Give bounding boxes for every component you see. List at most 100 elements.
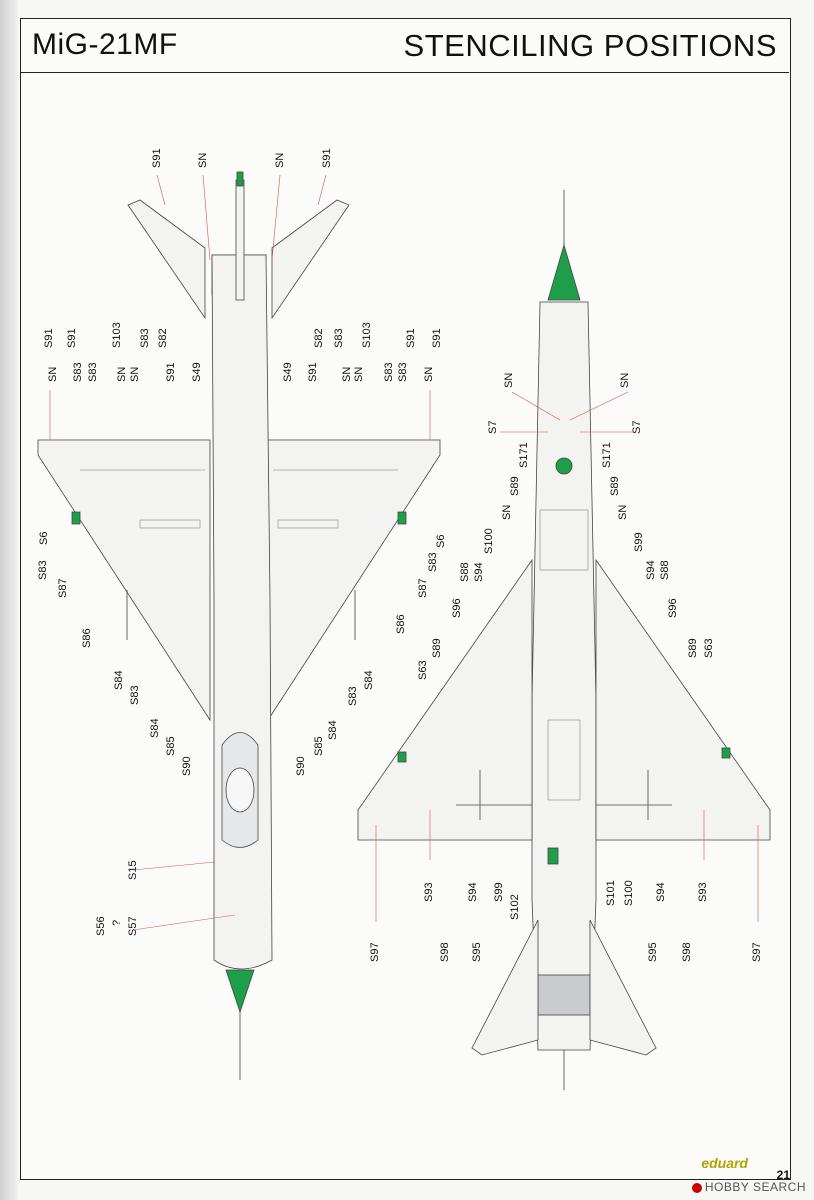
- left-tailplane: [127, 199, 206, 320]
- stencil-label: S83: [129, 685, 141, 705]
- stencil-label: S7: [631, 421, 643, 434]
- stencil-label: S97: [369, 942, 381, 962]
- stencil-label: S87: [57, 578, 69, 598]
- stencil-label: S88: [659, 560, 671, 580]
- stencil-label: SN: [341, 367, 353, 382]
- bottom-view-bottom-left-labels: S93 S94 S99 S102 S97 S98 S95: [369, 882, 521, 962]
- stencil-label: ?: [111, 920, 123, 926]
- belly-green-marker: [547, 847, 559, 865]
- right-tailplane: [589, 919, 657, 1056]
- aircraft-model-title: MiG-21MF: [32, 28, 178, 61]
- stencil-label: S91: [431, 328, 443, 348]
- fuselage: [211, 254, 273, 970]
- stencil-label: SN: [619, 373, 631, 388]
- bottom-view-center-right-labels: S89 SN S99 S94 S88 S96 S89 S63: [609, 476, 715, 658]
- stencil-label: S171: [518, 442, 530, 468]
- nose-cone: [547, 243, 581, 301]
- stencil-label: SN: [501, 505, 513, 520]
- gear-bay: [539, 509, 589, 571]
- top-view-top-labels: S91 SN SN S91: [151, 148, 333, 168]
- stencil-label: S93: [423, 882, 435, 902]
- bottom-view-aircraft: [357, 190, 771, 1090]
- top-view-nose-labels: S15 S56 ? S57: [95, 860, 139, 936]
- stencil-label: S84: [363, 670, 375, 690]
- stencil-label: S57: [127, 916, 139, 936]
- stencil-label: SN: [617, 505, 629, 520]
- stencil-label: S95: [647, 942, 659, 962]
- stencil-label: S94: [645, 560, 657, 580]
- stencil-label: S89: [431, 638, 443, 658]
- stencil-label: S83: [347, 686, 359, 706]
- stencil-label: S15: [127, 860, 139, 880]
- flap-panel: [277, 519, 339, 529]
- stencil-label: S102: [509, 894, 521, 920]
- stencil-label: S89: [609, 476, 621, 496]
- stencil-label: S83: [87, 362, 99, 382]
- stencil-label: S89: [687, 638, 699, 658]
- stencil-label: S101: [605, 880, 617, 906]
- top-view-side-right-labels: S6 S83 S87 S86 S84 S83 S84 S85 S90: [295, 535, 447, 776]
- hobbysearch-logo-icon: [691, 1182, 702, 1193]
- stencil-label: S83: [72, 362, 84, 382]
- bottom-view-bottom-right-labels: S101 S100 S94 S93 S95 S98 S97: [605, 880, 763, 962]
- stencil-label: SN: [129, 367, 141, 382]
- stencil-label: S86: [81, 628, 93, 648]
- stencil-label: S93: [697, 882, 709, 902]
- eduard-logo: eduard: [701, 1155, 748, 1171]
- top-view-side-left-labels: S6 S83 S87 S86 S84 S83 S84 S85 S90: [37, 532, 193, 776]
- right-wing: [267, 439, 441, 722]
- right-tailplane: [271, 199, 350, 320]
- stencil-label: S56: [95, 916, 107, 936]
- stencil-label: S6: [435, 535, 447, 548]
- watermark-text: HOBBY SEARCH: [704, 1180, 806, 1194]
- leader-lines: [49, 174, 759, 931]
- stencil-label: SN: [503, 373, 515, 388]
- flap-panel: [139, 519, 201, 529]
- stencil-label: S100: [483, 528, 495, 554]
- stencil-label: S89: [509, 476, 521, 496]
- left-tailplane: [471, 919, 539, 1056]
- stencil-label: S91: [151, 148, 163, 168]
- stencil-label: S82: [157, 328, 169, 348]
- stencil-label: S86: [395, 614, 407, 634]
- section-title: STENCILING POSITIONS: [403, 28, 777, 63]
- stencil-label: S63: [703, 638, 715, 658]
- right-wing: [595, 558, 771, 841]
- stencil-label: S98: [439, 942, 451, 962]
- stencil-label: S91: [165, 362, 177, 382]
- stencil-label: S84: [149, 718, 161, 738]
- vertical-fin: [235, 179, 245, 301]
- stencil-label: S85: [165, 736, 177, 756]
- stencil-label: S96: [451, 598, 463, 618]
- stencil-label: S49: [282, 362, 294, 382]
- stencil-label: S95: [471, 942, 483, 962]
- stencil-label: S94: [467, 882, 479, 902]
- stencil-label: S83: [397, 362, 409, 382]
- stencil-label: S97: [751, 942, 763, 962]
- stencil-label: S88: [459, 562, 471, 582]
- stencil-label: S103: [361, 322, 373, 348]
- stencil-label: S91: [66, 328, 78, 348]
- left-wing: [37, 439, 211, 722]
- top-view-wing-left-labels: S91 S91 S103 S83 S82 SN S83 S83 SN SN S9…: [43, 322, 203, 382]
- stencil-label: S84: [327, 720, 339, 740]
- stencil-label: S91: [43, 328, 55, 348]
- nose-cone: [225, 969, 255, 1014]
- stencil-label: S94: [655, 882, 667, 902]
- stencil-label: S94: [473, 562, 485, 582]
- stencil-label: S7: [487, 421, 499, 434]
- stencil-label: S103: [111, 322, 123, 348]
- fin-tip-green: [236, 171, 244, 187]
- page-number: 21: [776, 1168, 790, 1182]
- stencil-label: SN: [423, 367, 435, 382]
- stencil-label: S83: [427, 552, 439, 572]
- stencil-label: S83: [383, 362, 395, 382]
- bottom-view-center-left-labels: S89 SN S100 S88 S94 S96 S89 S63: [417, 476, 521, 680]
- centerline-tank: [547, 719, 581, 801]
- stencil-label: S85: [313, 736, 325, 756]
- stencil-label: S49: [191, 362, 203, 382]
- stencil-label: SN: [116, 367, 128, 382]
- stencil-label: SN: [274, 153, 286, 168]
- bottom-view-nose-labels: SN SN S7 S7 S171 S171: [487, 373, 643, 468]
